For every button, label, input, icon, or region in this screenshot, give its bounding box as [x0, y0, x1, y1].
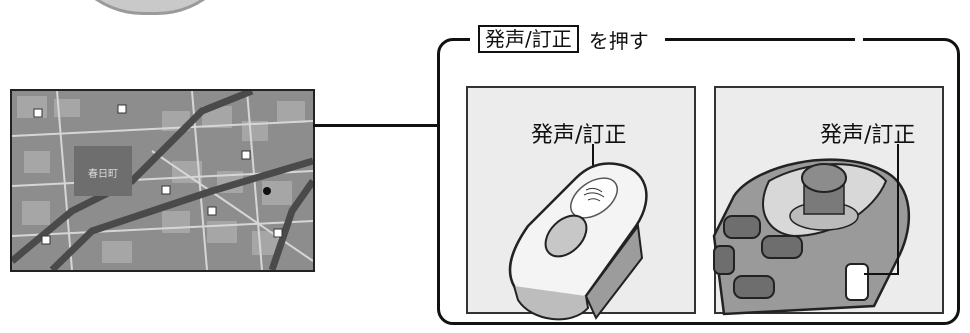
instruction-action-text: を押す — [588, 28, 649, 53]
connector-line — [313, 124, 437, 127]
instruction-heading: 発声/訂正 を押す — [470, 24, 863, 54]
heading-rule — [664, 37, 855, 41]
remote-illustration — [508, 144, 648, 321]
steering-button-label: 発声/訂正 — [820, 123, 916, 148]
decorative-arc — [58, 0, 242, 15]
key-label-box: 発声/訂正 — [478, 25, 579, 53]
map-screenshot: 春日町 — [10, 89, 315, 272]
map-graphic: 春日町 — [12, 91, 313, 270]
remote-button-label: 発声/訂正 — [531, 123, 627, 148]
steering-switch-illustration — [712, 144, 910, 316]
map-area-label: 春日町 — [88, 168, 118, 180]
